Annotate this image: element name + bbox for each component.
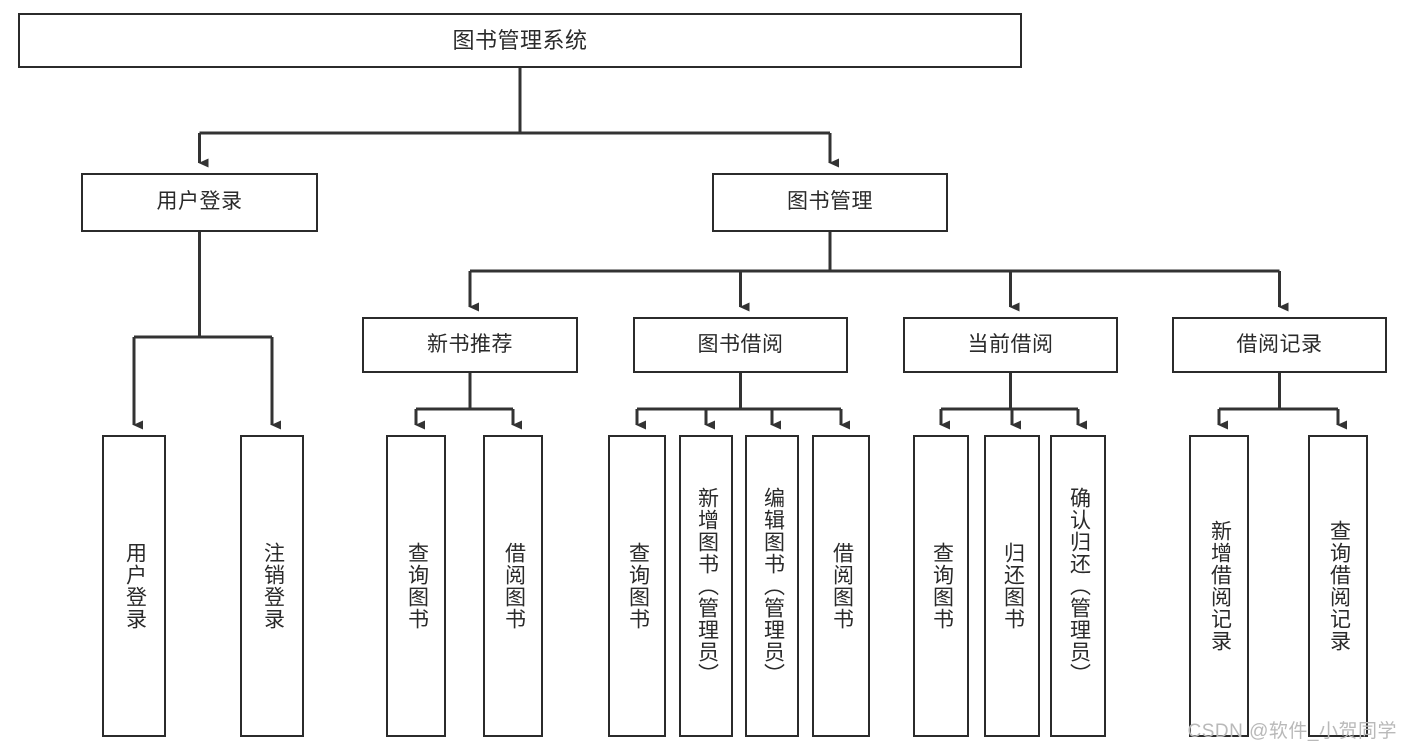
leaf-box-6[interactable]: 编辑图书（管理员） <box>745 435 799 737</box>
leaf-box-9[interactable]: 归还图书 <box>984 435 1040 737</box>
leaf-label-0: 用户登录 <box>123 542 147 630</box>
leaf-box-11[interactable]: 新增借阅记录 <box>1189 435 1249 737</box>
leaf-label-3: 借阅图书 <box>502 542 526 630</box>
leaf-box-5[interactable]: 新增图书（管理员） <box>679 435 733 737</box>
leaf-label-11: 新增借阅记录 <box>1208 520 1232 652</box>
leaf-box-4[interactable]: 查询图书 <box>608 435 666 737</box>
leaf-box-2[interactable]: 查询图书 <box>386 435 446 737</box>
level3-label-2: 当前借阅 <box>967 332 1054 356</box>
leaf-box-0[interactable]: 用户登录 <box>102 435 166 737</box>
leaf-box-7[interactable]: 借阅图书 <box>812 435 870 737</box>
leaf-label-7: 借阅图书 <box>830 542 854 630</box>
root-label-0: 图书管理系统 <box>452 27 588 53</box>
leaf-box-8[interactable]: 查询图书 <box>913 435 969 737</box>
leaf-box-12[interactable]: 查询借阅记录 <box>1308 435 1368 737</box>
level2-box-0[interactable]: 用户登录 <box>81 173 318 232</box>
leaf-label-4: 查询图书 <box>626 542 650 630</box>
leaf-box-10[interactable]: 确认归还（管理员） <box>1050 435 1106 737</box>
level3-label-0: 新书推荐 <box>427 332 513 356</box>
level3-label-3: 借阅记录 <box>1236 332 1323 356</box>
level3-box-3[interactable]: 借阅记录 <box>1172 317 1387 373</box>
leaf-label-10: 确认归还（管理员） <box>1067 487 1091 685</box>
leaf-label-12: 查询借阅记录 <box>1327 520 1351 652</box>
leaf-label-5: 新增图书（管理员） <box>695 487 719 685</box>
level3-box-2[interactable]: 当前借阅 <box>903 317 1118 373</box>
leaf-box-1[interactable]: 注销登录 <box>240 435 304 737</box>
level3-box-1[interactable]: 图书借阅 <box>633 317 848 373</box>
csdn-watermark: CSDN @软件_小贺同学 <box>1187 721 1397 742</box>
leaf-label-6: 编辑图书（管理员） <box>761 487 785 685</box>
leaf-label-2: 查询图书 <box>405 542 429 630</box>
level3-label-1: 图书借阅 <box>697 332 784 356</box>
leaf-label-9: 归还图书 <box>1001 542 1025 630</box>
leaf-label-1: 注销登录 <box>261 542 285 630</box>
root-box-0[interactable]: 图书管理系统 <box>18 13 1022 68</box>
level2-label-0: 用户登录 <box>156 190 243 214</box>
level3-box-0[interactable]: 新书推荐 <box>362 317 578 373</box>
level2-label-1: 图书管理 <box>787 190 873 214</box>
level2-box-1[interactable]: 图书管理 <box>712 173 948 232</box>
leaf-label-8: 查询图书 <box>930 542 954 630</box>
leaf-box-3[interactable]: 借阅图书 <box>483 435 543 737</box>
